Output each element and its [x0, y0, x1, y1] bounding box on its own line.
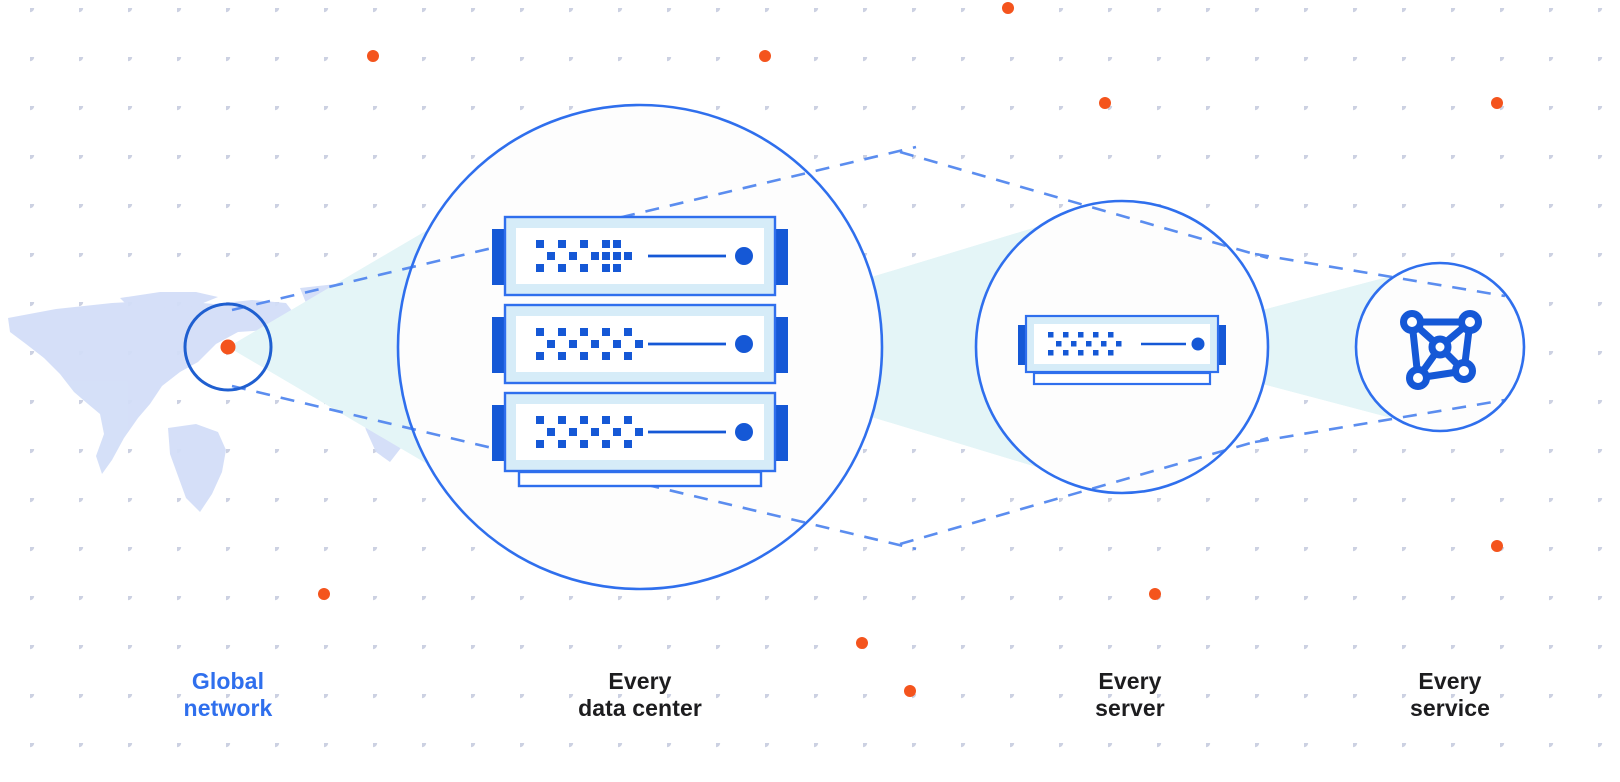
server-status-led	[735, 247, 753, 265]
datacenter-circle-outline	[396, 103, 884, 591]
mesh-node-bottom-right	[1452, 359, 1476, 383]
mesh-node-top-left	[1400, 310, 1424, 334]
server-status-led	[1191, 337, 1205, 351]
mesh-node-center	[1428, 335, 1452, 359]
highlight-dot	[1491, 540, 1503, 552]
server-vent-dots	[536, 328, 643, 360]
server-vent-dots	[1048, 332, 1122, 356]
server-circle-outline	[974, 199, 1270, 495]
map-location-marker	[220, 339, 236, 355]
highlight-dot	[318, 588, 330, 600]
server-rack-icon	[492, 215, 788, 488]
server-vent-dots	[536, 416, 643, 448]
highlight-dot	[1491, 97, 1503, 109]
highlight-dot	[759, 50, 771, 62]
server-unit-base	[1032, 371, 1212, 386]
highlight-dot	[367, 50, 379, 62]
highlight-dot	[1149, 588, 1161, 600]
server-status-led	[735, 335, 753, 353]
dashed-line-3-top	[1254, 252, 1506, 298]
service-mesh-nodes	[1400, 310, 1482, 390]
funnel-server-to-service	[1122, 263, 1440, 431]
server-vent-dots	[536, 240, 632, 272]
highlight-dots	[318, 2, 1503, 697]
dashed-line-2-top	[899, 150, 1269, 260]
mesh-node-bottom-left	[1406, 366, 1430, 390]
service-circle-outline	[1354, 261, 1526, 433]
highlight-dot	[904, 685, 916, 697]
mesh-node-top-right	[1458, 310, 1482, 334]
highlight-dot	[1099, 97, 1111, 109]
dashed-line-2-bottom	[899, 436, 1269, 546]
highlight-dot	[856, 637, 868, 649]
server-rack-base	[517, 470, 763, 488]
server-status-led	[735, 423, 753, 441]
server-rack-unit-2	[492, 303, 788, 385]
server-rack-unit-3	[492, 391, 788, 473]
server-unit-icon	[1018, 314, 1226, 386]
highlight-dot	[1002, 2, 1014, 14]
map-magnifier-circle	[183, 302, 273, 392]
server-rack-unit-1	[492, 215, 788, 297]
dashed-line-3-bottom	[1254, 398, 1506, 444]
